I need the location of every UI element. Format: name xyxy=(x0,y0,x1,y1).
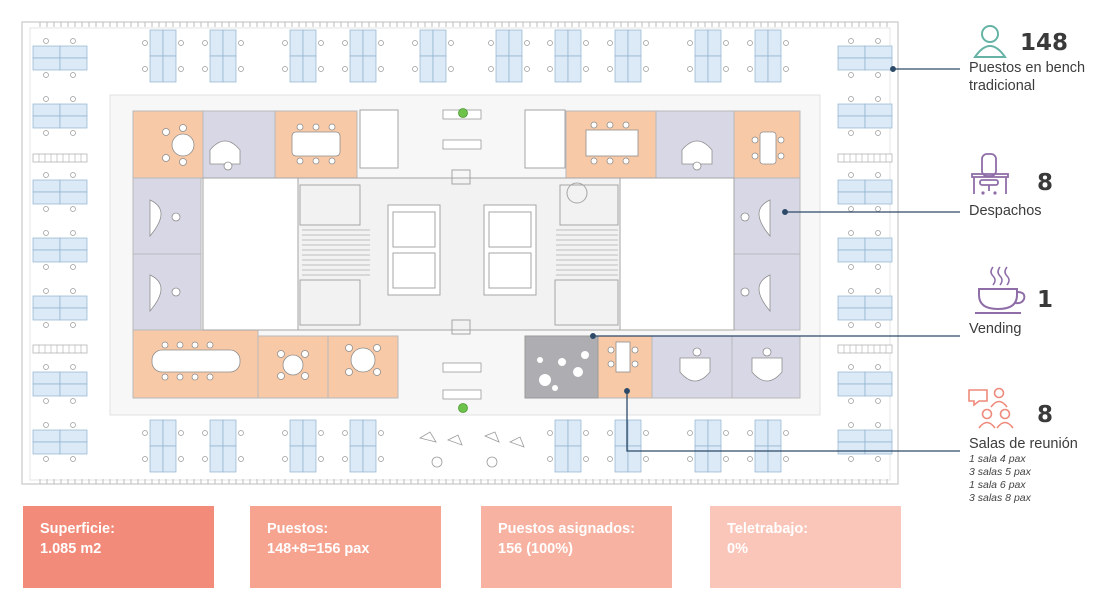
desk-cluster xyxy=(202,419,244,473)
offices-count: 8 xyxy=(1037,170,1054,196)
kpi-teletrabajo-value: 0% xyxy=(727,541,748,557)
vending-dots xyxy=(537,351,589,391)
desk-cluster xyxy=(32,96,88,136)
desk-cluster xyxy=(687,29,729,83)
vending-label: Vending xyxy=(969,321,1022,337)
meeting-detail-4: 3 salas 8 pax xyxy=(969,492,1031,504)
kpi-teletrabajo: Teletrabajo: 0% xyxy=(710,506,901,588)
desk-cluster xyxy=(747,29,789,83)
storage-unit xyxy=(837,344,893,354)
legend-meeting: 8 Salas de reunión 1 sala 4 pax 3 salas … xyxy=(965,385,1110,515)
desk-cluster xyxy=(342,419,384,473)
bench-count: 148 xyxy=(1020,30,1069,56)
people-chat-icon xyxy=(968,387,1014,429)
desk-cluster xyxy=(488,29,530,83)
coffee-cup-icon xyxy=(975,266,1026,314)
desk-cluster xyxy=(607,29,649,83)
kpi-puestos-value: 148+8=156 pax xyxy=(267,541,370,557)
desk-cluster xyxy=(412,29,454,83)
meeting-detail-1: 1 sala 4 pax xyxy=(969,453,1026,465)
kpi-asignados: Puestos asignados: 156 (100%) xyxy=(481,506,672,588)
storage-unit xyxy=(837,153,893,163)
desk-cluster xyxy=(32,422,88,462)
office-4 xyxy=(132,253,202,331)
kpi-superficie: Superficie: 1.085 m2 xyxy=(23,506,214,588)
offices xyxy=(132,110,801,399)
meeting-count: 8 xyxy=(1037,402,1054,428)
desk-cluster xyxy=(32,230,88,270)
desk-cluster xyxy=(32,288,88,328)
desk-cluster xyxy=(687,419,729,473)
desk-cluster xyxy=(837,96,893,136)
offices-label: Despachos xyxy=(969,203,1042,219)
desk-cluster xyxy=(32,364,88,404)
meeting-detail-3: 1 sala 6 pax xyxy=(969,479,1026,491)
desk-cluster xyxy=(282,29,324,83)
facade-mullions xyxy=(39,22,888,484)
desk-cluster xyxy=(282,419,324,473)
desk-cluster xyxy=(142,29,184,83)
desk-cluster xyxy=(547,29,589,83)
room-furniture xyxy=(149,121,785,382)
desk-cluster xyxy=(837,364,893,404)
storage-unit xyxy=(32,153,88,163)
meeting-detail-2: 3 salas 5 pax xyxy=(969,466,1031,478)
desk-cluster xyxy=(837,230,893,270)
storage-unit xyxy=(32,344,88,354)
kpi-asignados-value: 156 (100%) xyxy=(498,541,573,557)
bench-desks xyxy=(32,29,893,473)
desk-cluster xyxy=(202,29,244,83)
bench-label-1: Puestos en bench xyxy=(969,60,1086,76)
kpi-asignados-label: Puestos asignados: xyxy=(498,521,635,537)
kpi-superficie-value: 1.085 m2 xyxy=(40,541,102,557)
desk-cluster xyxy=(547,419,589,473)
desk-cluster xyxy=(747,419,789,473)
kpi-puestos-label: Puestos: xyxy=(267,521,329,537)
desk-cluster xyxy=(837,172,893,212)
kpi-teletrabajo-label: Teletrabajo: xyxy=(727,521,809,537)
legend-bench: 148 Puestos en bench tradicional xyxy=(965,22,1110,102)
office-3 xyxy=(132,177,202,255)
corridor-features xyxy=(418,108,525,468)
desk-cluster xyxy=(142,419,184,473)
desk-cluster xyxy=(837,288,893,328)
bench-label-2: tradicional xyxy=(969,78,1036,94)
desk-chair-icon xyxy=(971,153,1009,195)
legend-vending: 1 Vending xyxy=(965,265,1110,340)
person-icon xyxy=(973,25,1007,58)
meeting-label: Salas de reunión xyxy=(969,436,1078,452)
kpi-superficie-label: Superficie: xyxy=(40,521,115,537)
legend-offices: 8 Despachos xyxy=(965,150,1110,220)
desk-cluster xyxy=(342,29,384,83)
building-core xyxy=(202,109,735,335)
desk-cluster xyxy=(32,38,88,78)
vending-count: 1 xyxy=(1037,287,1054,313)
desk-cluster xyxy=(32,172,88,212)
desk-cluster xyxy=(837,38,893,78)
kpi-puestos: Puestos: 148+8=156 pax xyxy=(250,506,441,588)
desk-cluster xyxy=(607,419,649,473)
vending-area xyxy=(524,335,599,399)
